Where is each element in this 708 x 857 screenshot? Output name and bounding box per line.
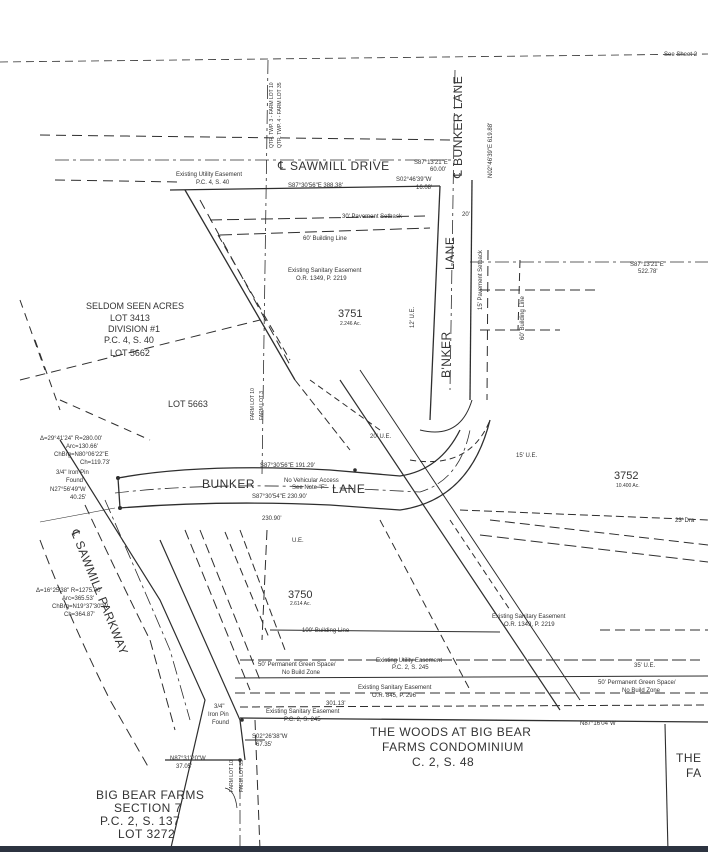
pavement-setback: 30' Pavement Setback bbox=[342, 214, 402, 220]
lot-3750: 3750 bbox=[288, 589, 313, 601]
dim-230: 230.90' bbox=[262, 516, 282, 522]
no-access-see-note: See Note "F" bbox=[292, 485, 327, 491]
exist-util-top: Existing Utility Easement bbox=[176, 172, 243, 178]
exist-sanitary-2: Existing Sanitary Easement bbox=[492, 614, 566, 620]
seldom-seen-acres: SELDOM SEEN ACRES bbox=[86, 301, 185, 311]
lane-vertical-label: LANE bbox=[443, 236, 457, 270]
iron-pin-2-found: Found bbox=[212, 720, 230, 726]
no-access-note: No Vehicular Access bbox=[284, 478, 339, 484]
bearing-s87-30b: S87°30'54"E 230.90' bbox=[252, 494, 307, 500]
lot-3751-area: 2.246 Ac. bbox=[340, 321, 361, 327]
green-space-50: 50' Permanent Green Space/ bbox=[258, 662, 336, 668]
exist-sanitary-3: Existing Sanitary Easement bbox=[358, 685, 432, 691]
bearing-s87-56: S87°30'56"E 388.38' bbox=[288, 183, 343, 189]
building-line-60: 60' Building Line bbox=[303, 236, 347, 242]
ue-12: 12' U.E. bbox=[410, 306, 416, 328]
bearing-s02-46: S02°46'39"W bbox=[396, 177, 432, 183]
ue-35: 35' U.E. bbox=[634, 663, 656, 669]
fa-label: FA bbox=[686, 766, 702, 780]
iron-pin-1: 3/4" Iron Pin bbox=[56, 470, 89, 476]
arc2-label-1: Δ=16°25'38" R=1275.00' bbox=[36, 588, 102, 594]
building-line-100: 100' Building Line bbox=[302, 628, 350, 634]
arc-label-3: ChBrg=N80°06'22"E bbox=[54, 452, 109, 458]
ue-15: 15' U.E. bbox=[516, 453, 538, 459]
bunker-lane-top-label: ℄ BUNKER LANE bbox=[451, 75, 465, 178]
arc-label-2: Arc=130.66' bbox=[66, 444, 99, 450]
exist-sanitary-4-ref: P.C. 2, S. 245 bbox=[284, 717, 321, 723]
exist-sanitary-1: Existing Sanitary Easement bbox=[288, 268, 362, 274]
big-bear-pc: P.C. 2, S. 137 bbox=[100, 814, 181, 828]
arc2-label-4: Ch=364.87' bbox=[64, 612, 95, 618]
the-label: THE bbox=[676, 751, 702, 765]
bearing-n02: N02°46'39"E 619.88' bbox=[488, 122, 494, 178]
bunker-vertical-label: B'NKER bbox=[439, 331, 453, 378]
bunker-horizontal-label: BUNKER bbox=[202, 477, 256, 491]
exist-util-top-ref: P.C. 4, S. 40 bbox=[196, 180, 230, 186]
bearing-n27-dist: 40.25' bbox=[70, 495, 87, 501]
big-bear-lot: LOT 3272 bbox=[118, 827, 176, 841]
lot-5663: LOT 5663 bbox=[168, 399, 208, 409]
bearing-n87-31-dist: 37.05' bbox=[176, 764, 193, 770]
big-bear-section: SECTION 7 bbox=[114, 801, 182, 815]
dim-301: 301.13' bbox=[326, 701, 346, 707]
seldom-lot-5662: LOT 5662 bbox=[110, 348, 150, 358]
bearing-s87-30: S87°30'56"E 191.29' bbox=[260, 463, 315, 469]
farm-lot-mid-2: FARM LOT 3 bbox=[259, 390, 265, 420]
farm-lot-bottom-2: FARM LOT 35 bbox=[239, 760, 245, 792]
lot-3751: 3751 bbox=[338, 308, 363, 320]
exist-sanitary-1-ref: O.R. 1349, P. 2219 bbox=[296, 276, 347, 282]
seldom-division: DIVISION #1 bbox=[108, 324, 161, 334]
bearing-n87-16: N87°16'04"W bbox=[580, 721, 616, 727]
iron-pin-2-label: Iron Pin bbox=[208, 712, 229, 718]
bearing-s87-13-dist: 60.00' bbox=[430, 167, 447, 173]
no-build-zone-right: No Build Zone bbox=[622, 688, 661, 694]
exist-sanitary-2-ref: O.R. 1349, P. 2219 bbox=[504, 622, 555, 628]
bearing-s02-26-dist: 67.35' bbox=[256, 742, 273, 748]
arc2-label-3: ChBrg=N19°37'30"W bbox=[52, 604, 109, 610]
woods-line-3: C. 2, S. 48 bbox=[412, 755, 475, 769]
arc2-label-2: Arc=365.53' bbox=[62, 596, 95, 602]
ue-20: 20' U.E. bbox=[370, 434, 392, 440]
iron-pin-1-found: Found bbox=[66, 478, 84, 484]
iron-pin-2: 3/4" bbox=[214, 704, 225, 710]
building-line-vertical: 60' Building Line bbox=[520, 296, 526, 340]
farm-lot-top-1: QTR. TWP. 3 - FARM LOT 10 bbox=[269, 82, 275, 148]
pavement-setback-vertical: 15' Pavement Setback bbox=[478, 250, 484, 310]
bearing-s02-26: S02°26'38"W bbox=[252, 734, 288, 740]
arc-label-4: Ch=119.73' bbox=[80, 460, 111, 466]
woods-line-1: THE WOODS AT BIG BEAR bbox=[370, 725, 532, 739]
farm-lot-bottom-1: FARM LOT 10 bbox=[229, 760, 235, 792]
exist-util-2: Existing Utility Easement bbox=[376, 658, 443, 664]
big-bear-farms: BIG BEAR FARMS bbox=[96, 788, 205, 802]
bottom-bar bbox=[0, 846, 708, 852]
seldom-pc: P.C. 4, S. 40 bbox=[104, 335, 154, 345]
lot-3752-area: 10.400 Ac. bbox=[616, 483, 640, 489]
farm-lot-top-2: QTR. TWP. 4 - FARM LOT 35 bbox=[277, 82, 283, 148]
lane-horizontal-label: LANE bbox=[332, 482, 366, 496]
seldom-lot: LOT 3413 bbox=[110, 313, 150, 323]
see-sheet-label: See Sheet 2 bbox=[664, 52, 698, 58]
bearing-s87-right-dist: 522.78' bbox=[638, 269, 658, 275]
no-build-zone: No Build Zone bbox=[282, 670, 321, 676]
bearing-n87-31: N87°31'20"W bbox=[170, 756, 206, 762]
exist-sanitary-3-ref: O.R. 845, P. 296 bbox=[372, 693, 416, 699]
lot-3750-area: 2.614 Ac. bbox=[290, 601, 311, 607]
ue-23: 23' Dra bbox=[675, 518, 695, 524]
bearing-n27: N27°56'49"W bbox=[50, 487, 86, 493]
woods-line-2: FARMS CONDOMINIUM bbox=[382, 740, 524, 754]
bearing-s87-13: S87°13'21"E bbox=[414, 160, 448, 166]
farm-lot-mid-1: FARM LOT 10 bbox=[250, 388, 256, 420]
ue-label: U.E. bbox=[292, 538, 304, 544]
bearing-s02-46-dist: 16.08' bbox=[416, 185, 433, 191]
dim-20: 20' bbox=[462, 212, 470, 218]
exist-sanitary-4: Existing Sanitary Easement bbox=[266, 709, 340, 715]
lot-3752: 3752 bbox=[614, 470, 639, 482]
green-space-right: 50' Permanent Green Space/ bbox=[598, 680, 676, 686]
exist-util-2-ref: P.C. 2, S. 245 bbox=[392, 665, 429, 671]
arc-label-1: Δ=29°41'24" R=280.00' bbox=[40, 436, 103, 442]
bearing-s87-right: S87°13'21"E bbox=[630, 262, 664, 268]
sawmill-drive-label: ℄ SAWMILL DRIVE bbox=[278, 159, 390, 173]
